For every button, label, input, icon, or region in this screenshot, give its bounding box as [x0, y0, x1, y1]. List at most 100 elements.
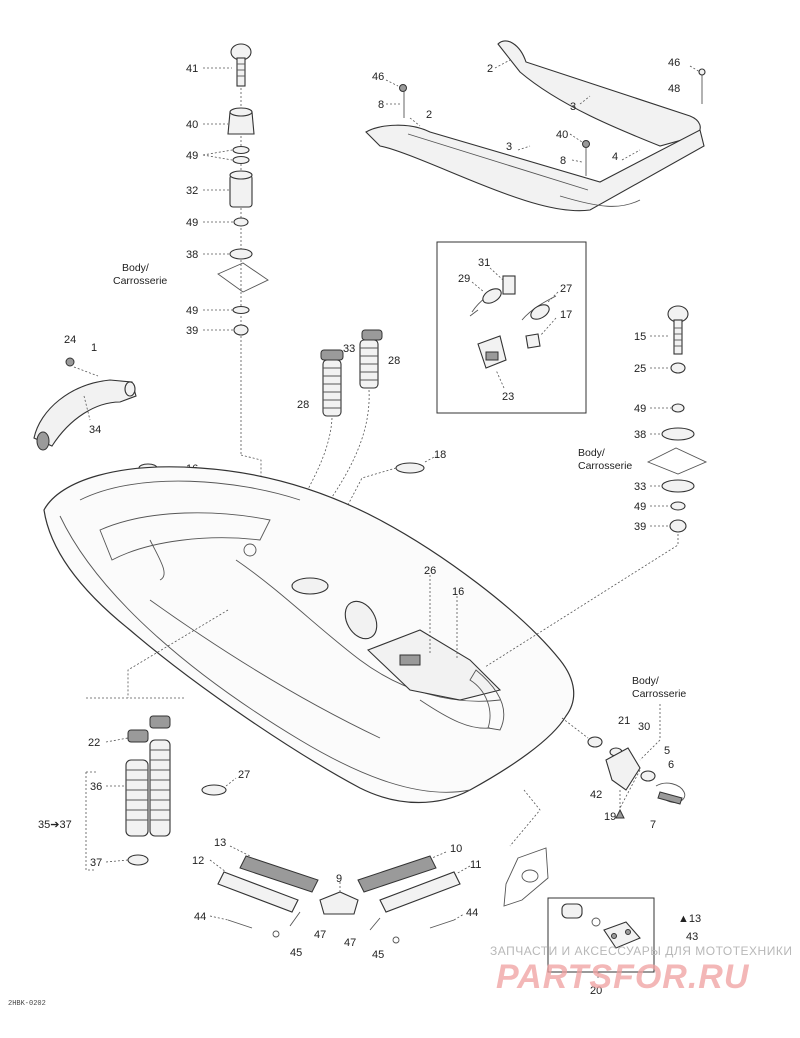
callout-30: 30	[638, 721, 650, 733]
bumper-leaders	[385, 59, 701, 163]
detail-box-20-parts[interactable]	[561, 903, 641, 980]
transom-plate	[503, 847, 549, 907]
callout-43: 43	[686, 931, 698, 943]
callout-12: 12	[192, 855, 204, 867]
callout-41: 41	[186, 63, 198, 75]
callout-27: 27	[560, 283, 572, 295]
callout-33: 33	[343, 343, 355, 355]
callout-45: 45	[290, 947, 302, 959]
callout-25: 25	[634, 363, 646, 375]
watermark-logo: PARTSFOR.RU	[496, 958, 750, 996]
detail-box-parts[interactable]	[469, 267, 559, 389]
callout-47: 47	[314, 929, 326, 941]
callout-46: 46	[668, 57, 680, 69]
callout-3: 3	[570, 101, 576, 113]
callout-49: 49	[634, 403, 646, 415]
callout-42: 42	[590, 789, 602, 801]
callout-38: 38	[186, 249, 198, 261]
detail-box-20	[547, 897, 655, 973]
callout-32: 32	[186, 185, 198, 197]
callout-34: 34	[89, 424, 101, 436]
callout-44: 44	[194, 911, 206, 923]
callout-37: 37	[90, 857, 102, 869]
rail-assembly[interactable]	[209, 845, 471, 944]
callout-47: 47	[344, 937, 356, 949]
washers-49[interactable]	[232, 145, 250, 165]
right-stack-leaders	[650, 335, 671, 527]
callout-4: 4	[612, 151, 618, 163]
callout-38: 38	[634, 429, 646, 441]
callout-9: 9	[336, 873, 342, 885]
washer-49b[interactable]	[233, 217, 249, 227]
callout-10: 10	[450, 843, 462, 855]
left-stack-labels: 41 40 49 32 49 38 49 39 Body/ Carrosseri…	[113, 63, 198, 337]
callout-19: 19	[604, 811, 616, 823]
callout-8: 8	[378, 99, 384, 111]
nut-39[interactable]	[233, 324, 249, 336]
callout-33: 33	[634, 481, 646, 493]
callout-26: 26	[424, 565, 436, 577]
grab-handle-34[interactable]	[33, 357, 137, 451]
body-label-line2: Carrosserie	[113, 275, 167, 287]
callout-49: 49	[186, 217, 198, 229]
callout-39: 39	[186, 325, 198, 337]
callout-2: 2	[426, 109, 432, 121]
callout-8: 8	[560, 155, 566, 167]
right-mount-stack[interactable]	[484, 305, 708, 668]
body-label-line1: Body/	[578, 447, 605, 459]
callout-2: 2	[487, 63, 493, 75]
callout-17: 17	[560, 309, 572, 321]
diagram-code: 2HBK-0202	[8, 1000, 46, 1008]
hoses-28[interactable]	[281, 329, 383, 546]
callout-40: 40	[186, 119, 198, 131]
callout-11: 11	[470, 859, 481, 871]
callout-46: 46	[372, 71, 384, 83]
callout-29: 29	[458, 273, 470, 285]
callout-7: 7	[650, 819, 656, 831]
callout-21: 21	[618, 715, 630, 727]
bolt-41[interactable]	[230, 43, 252, 87]
callout-13: 13	[214, 837, 226, 849]
washer-38[interactable]	[229, 248, 253, 260]
callout-6: 6	[668, 759, 674, 771]
detail-box	[436, 241, 587, 414]
watercraft-hull	[43, 466, 575, 803]
callout-44: 44	[466, 907, 478, 919]
callout-1: 1	[91, 342, 97, 354]
callout-15: 15	[634, 331, 646, 343]
watermark-text: ЗАПЧАСТИ И АКСЕССУАРЫ ДЛЯ МОТОТЕХНИКИ	[490, 944, 793, 958]
callout-45: 45	[372, 949, 384, 961]
callout-3: 3	[506, 141, 512, 153]
body-label-line2: Carrosserie	[632, 688, 686, 700]
callout-22: 22	[88, 737, 100, 749]
hoses-36[interactable]	[85, 715, 237, 871]
left-mount-stack	[217, 43, 269, 520]
body-label-line2: Carrosserie	[578, 460, 632, 472]
body-label-line1: Body/	[122, 262, 149, 274]
callout-20: 20	[590, 985, 602, 997]
callout-23: 23	[502, 391, 514, 403]
callout-49: 49	[186, 150, 198, 162]
callout-36: 36	[90, 781, 102, 793]
callout-48: 48	[668, 83, 680, 95]
callout-16: 16	[452, 586, 464, 598]
body-label-line1: Body/	[632, 675, 659, 687]
left-stack-leaders	[202, 67, 234, 331]
callout-35-37: 35➔37	[38, 819, 72, 831]
lower-hose-leader	[127, 609, 229, 698]
callout-31: 31	[478, 257, 490, 269]
callout-13: ▲13	[678, 913, 701, 925]
rear-bracket-assembly[interactable]	[561, 704, 686, 819]
callout-18: 18	[434, 449, 446, 461]
callout-28: 28	[388, 355, 400, 367]
washer-49c[interactable]	[232, 305, 250, 315]
body-plate-left	[217, 262, 269, 293]
bumper-rail-assembly[interactable]	[365, 40, 706, 212]
bumper-40[interactable]	[227, 107, 255, 135]
callout-27: 27	[238, 769, 250, 781]
clamp-18[interactable]	[339, 455, 437, 521]
callout-49: 49	[186, 305, 198, 317]
callout-49: 49	[634, 501, 646, 513]
spacer-32[interactable]	[229, 170, 253, 208]
